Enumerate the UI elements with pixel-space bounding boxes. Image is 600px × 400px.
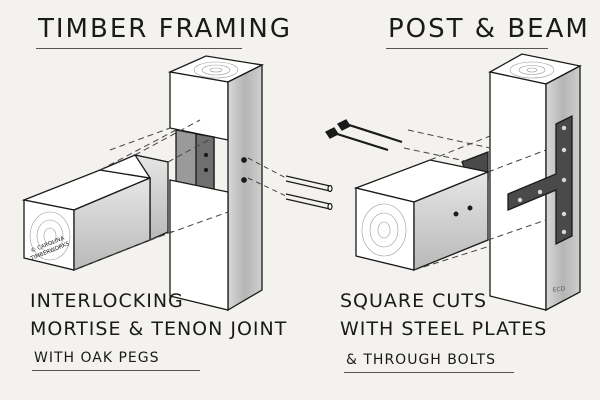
through-bolt-bottom (325, 127, 389, 152)
title-underline (36, 48, 242, 49)
beam-end-face (355, 187, 415, 271)
post-beam-caption-line2: WITH STEEL PLATES (340, 318, 548, 340)
oak-peg-bottom (285, 193, 333, 211)
through-bolt-top (337, 119, 403, 144)
tenon-side-face (133, 154, 169, 242)
post-and-beam-drawing: ECD (325, 53, 582, 312)
artist-signature: ECD (552, 285, 566, 294)
timber-caption-line2: MORTISE & TENON JOINT (30, 318, 288, 340)
peg-hole-bottom (241, 177, 247, 183)
oak-peg-top (285, 175, 333, 193)
timber-framing-drawing: © CAROLINA TIMBERWORKS (21, 55, 333, 312)
steel-t-plate (507, 114, 573, 246)
post-front-face-lower (169, 179, 229, 311)
title-underline (386, 48, 548, 49)
caption-underline (344, 372, 514, 373)
post-front-face-upper (169, 71, 229, 141)
caption-underline (32, 370, 200, 371)
post-side-face (227, 63, 263, 312)
post-and-beam-title: POST & BEAM (388, 14, 590, 44)
post-beam-caption-line3: & THROUGH BOLTS (346, 352, 496, 368)
post-beam-caption-line1: SQUARE CUTS (340, 290, 488, 312)
timber-framing-title: TIMBER FRAMING (38, 14, 293, 44)
timber-caption-line1: INTERLOCKING (30, 290, 184, 312)
peg-hole-top (241, 157, 247, 163)
timber-caption-line3: WITH OAK PEGS (34, 350, 160, 366)
